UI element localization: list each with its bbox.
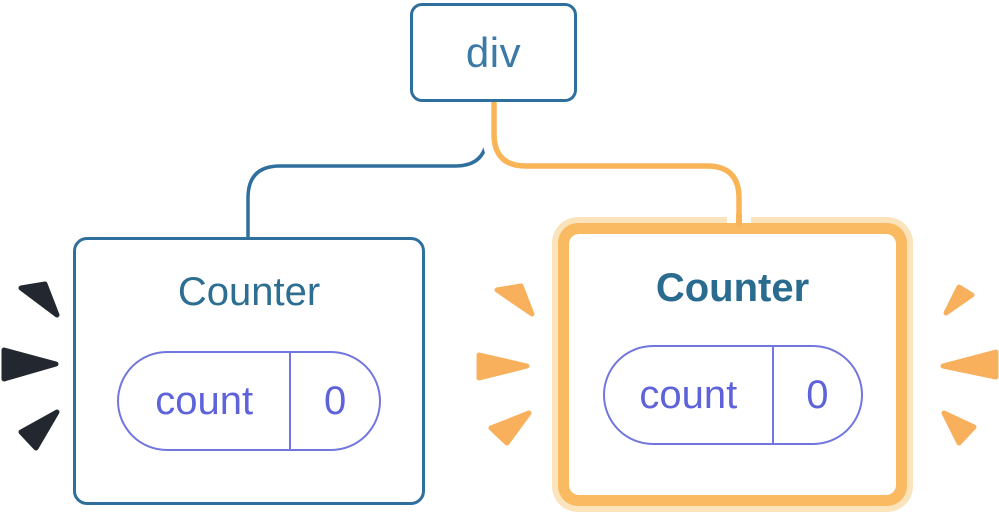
state-pill: count 0 [602, 345, 863, 445]
root-node-div: div [410, 3, 577, 102]
spark-icon [940, 349, 999, 380]
edge-ring-notch-core [736, 214, 742, 227]
right-counter-spark-group-left [476, 283, 535, 446]
spark-icon [476, 352, 530, 381]
spark-icon [943, 284, 975, 316]
counter-card-left: Counter count 0 [73, 237, 425, 505]
left-counter-spark-group [1, 281, 60, 451]
counter-title: Counter [655, 266, 810, 310]
spark-icon [18, 281, 60, 318]
edge-to-right-counter [491, 100, 742, 232]
counter-card-right-body: Counter count 0 [569, 234, 896, 495]
spark-icon [941, 410, 977, 446]
right-counter-spark-group-right [940, 284, 999, 446]
state-pill: count 0 [117, 351, 381, 451]
spark-icon [18, 409, 60, 451]
edge-to-left-counter [246, 100, 489, 240]
state-key: count [119, 353, 292, 449]
spark-icon [488, 410, 532, 446]
spark-icon [494, 283, 535, 317]
root-node-label: div [465, 28, 522, 76]
state-value: 0 [806, 372, 829, 417]
counter-title: Counter [177, 270, 321, 314]
counter-card-right: Counter count 0 [552, 217, 913, 512]
state-key: count [605, 347, 775, 443]
counter-card-right-ring: Counter count 0 [558, 223, 907, 506]
spark-icon [1, 347, 59, 382]
state-value: 0 [324, 378, 347, 423]
